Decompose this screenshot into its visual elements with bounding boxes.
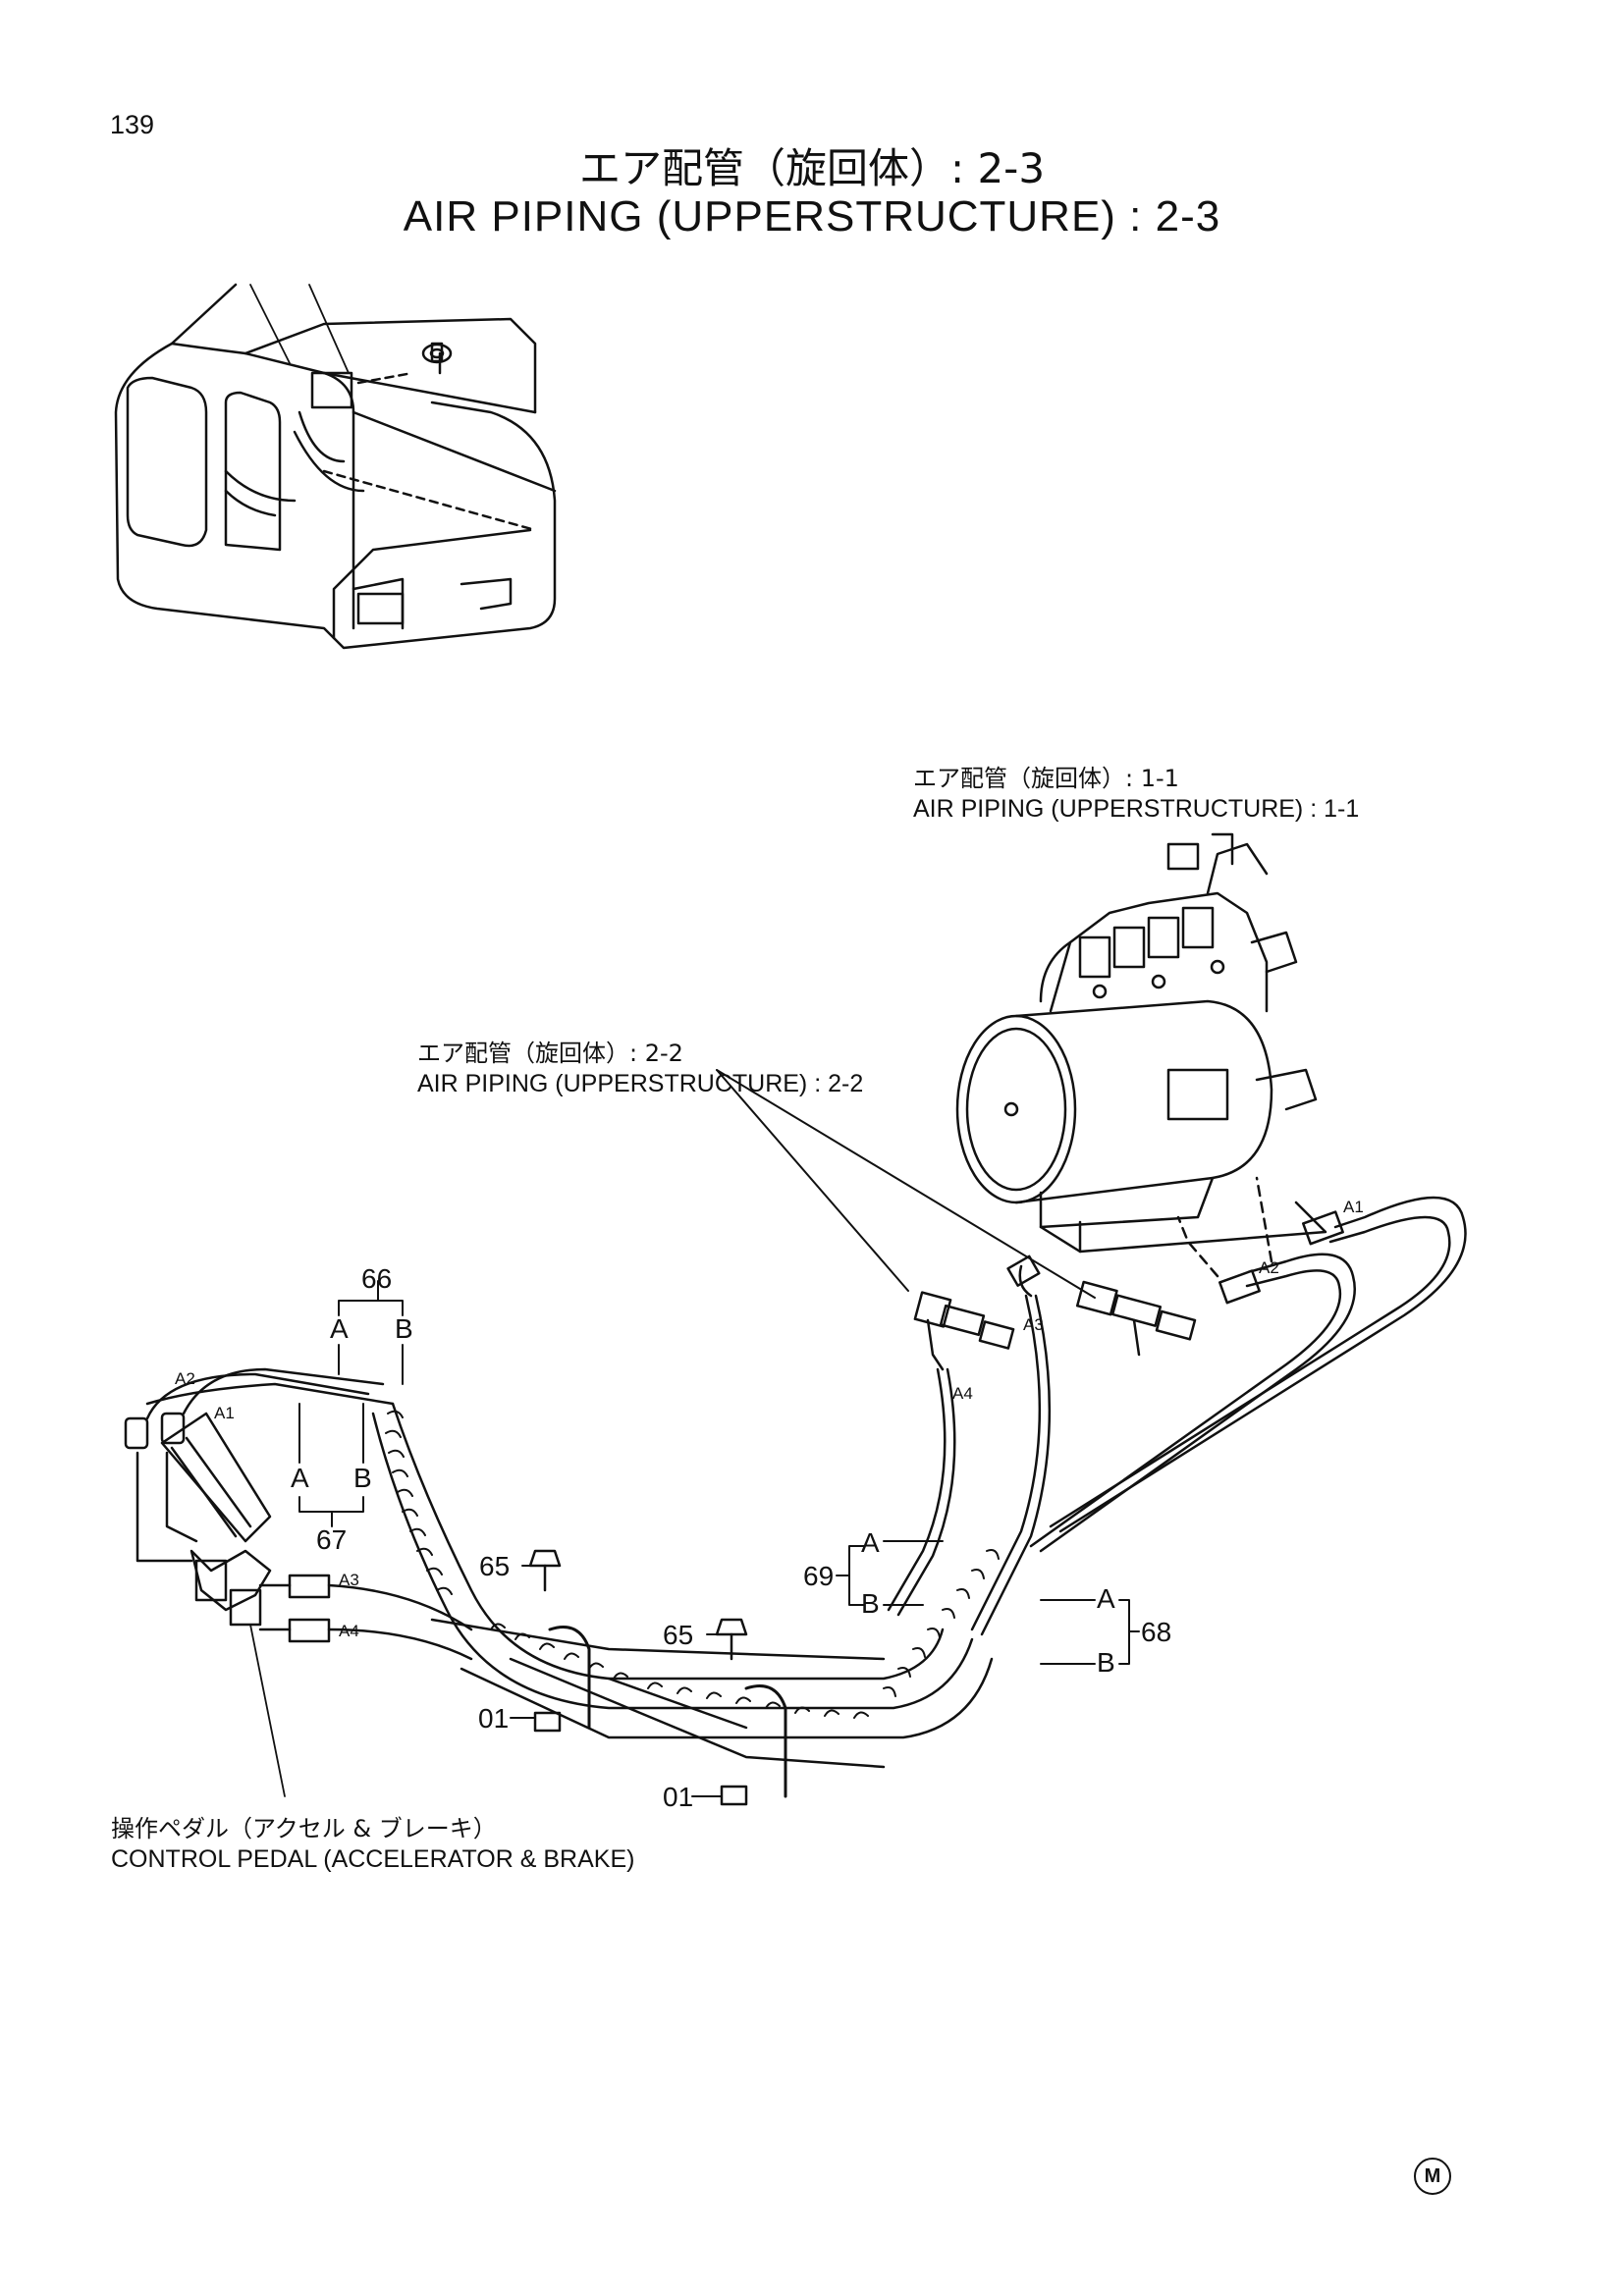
fitting-hoses [887,1294,1052,1636]
callout-65-upper: 65 [479,1551,511,1581]
circled-m-mark: M [1414,2158,1451,2195]
callout-69-b: B [861,1588,880,1619]
page-number: 139 [110,110,155,139]
control-pedal-en: CONTROL PEDAL (ACCELERATOR & BRAKE) [111,1845,635,1873]
long-air-hoses [1029,1176,1467,1553]
callout-67-b: B [353,1463,372,1493]
hose-end-a1-right: A1 [1343,1198,1364,1216]
callout-66-b: B [395,1313,413,1344]
reference-1-1-en: AIR PIPING (UPPERSTRUCTURE) : 1-1 [913,795,1360,823]
reference-2-2-en: AIR PIPING (UPPERSTRUCTURE) : 2-2 [417,1070,864,1097]
reference-control-pedal: 操作ペダル（アクセル & ブレーキ） CONTROL PEDAL (ACCELE… [111,1814,634,1875]
bolt-65 [528,1549,748,1661]
spiral-wrapped-bundle [371,1402,1000,1806]
hose-end-a3-middle: A3 [1023,1315,1044,1334]
reference-1-1-jp: エア配管（旋回体）: 1-1 [913,765,1179,792]
callout-69-a: A [861,1527,880,1558]
callout-65-lower: 65 [663,1620,694,1650]
title-english: AIR PIPING (UPPERSTRUCTURE) : 2-3 [403,192,1221,240]
hose-end-a2-right: A2 [1259,1258,1279,1277]
callout-66: 66 [361,1263,393,1294]
callout-67: 67 [316,1524,348,1555]
hose-end-a1-left: A1 [214,1404,235,1422]
callout-68-a: A [1097,1583,1115,1614]
control-pedal [124,1367,473,1797]
callout-67-a: A [291,1463,309,1493]
callout-lines [298,1069,1140,1797]
hose-end-a2-left: A2 [175,1369,195,1388]
reference-2-2-jp: エア配管（旋回体）: 2-2 [417,1040,683,1067]
excavator-overview [114,283,557,650]
hose-end-a4-middle: A4 [952,1384,973,1403]
callout-68: 68 [1141,1617,1172,1647]
callout-68-b: B [1097,1647,1115,1678]
middle-fittings [913,1255,1197,1371]
air-tank-assembly [955,832,1327,1254]
callout-69: 69 [803,1561,835,1591]
reference-air-piping-2-2: エア配管（旋回体）: 2-2 AIR PIPING (UPPERSTRUCTUR… [417,1039,863,1099]
control-pedal-jp: 操作ペダル（アクセル & ブレーキ） [111,1815,497,1842]
reference-air-piping-1-1: エア配管（旋回体）: 1-1 AIR PIPING (UPPERSTRUCTUR… [913,764,1359,825]
callout-01-right: 01 [663,1782,694,1812]
hose-end-a3-left: A3 [339,1571,359,1589]
title-japanese: エア配管（旋回体）: 2-3 [578,144,1046,192]
callout-66-a: A [330,1313,349,1344]
callout-01-left: 01 [478,1703,510,1734]
hose-end-a4-left: A4 [339,1622,359,1640]
